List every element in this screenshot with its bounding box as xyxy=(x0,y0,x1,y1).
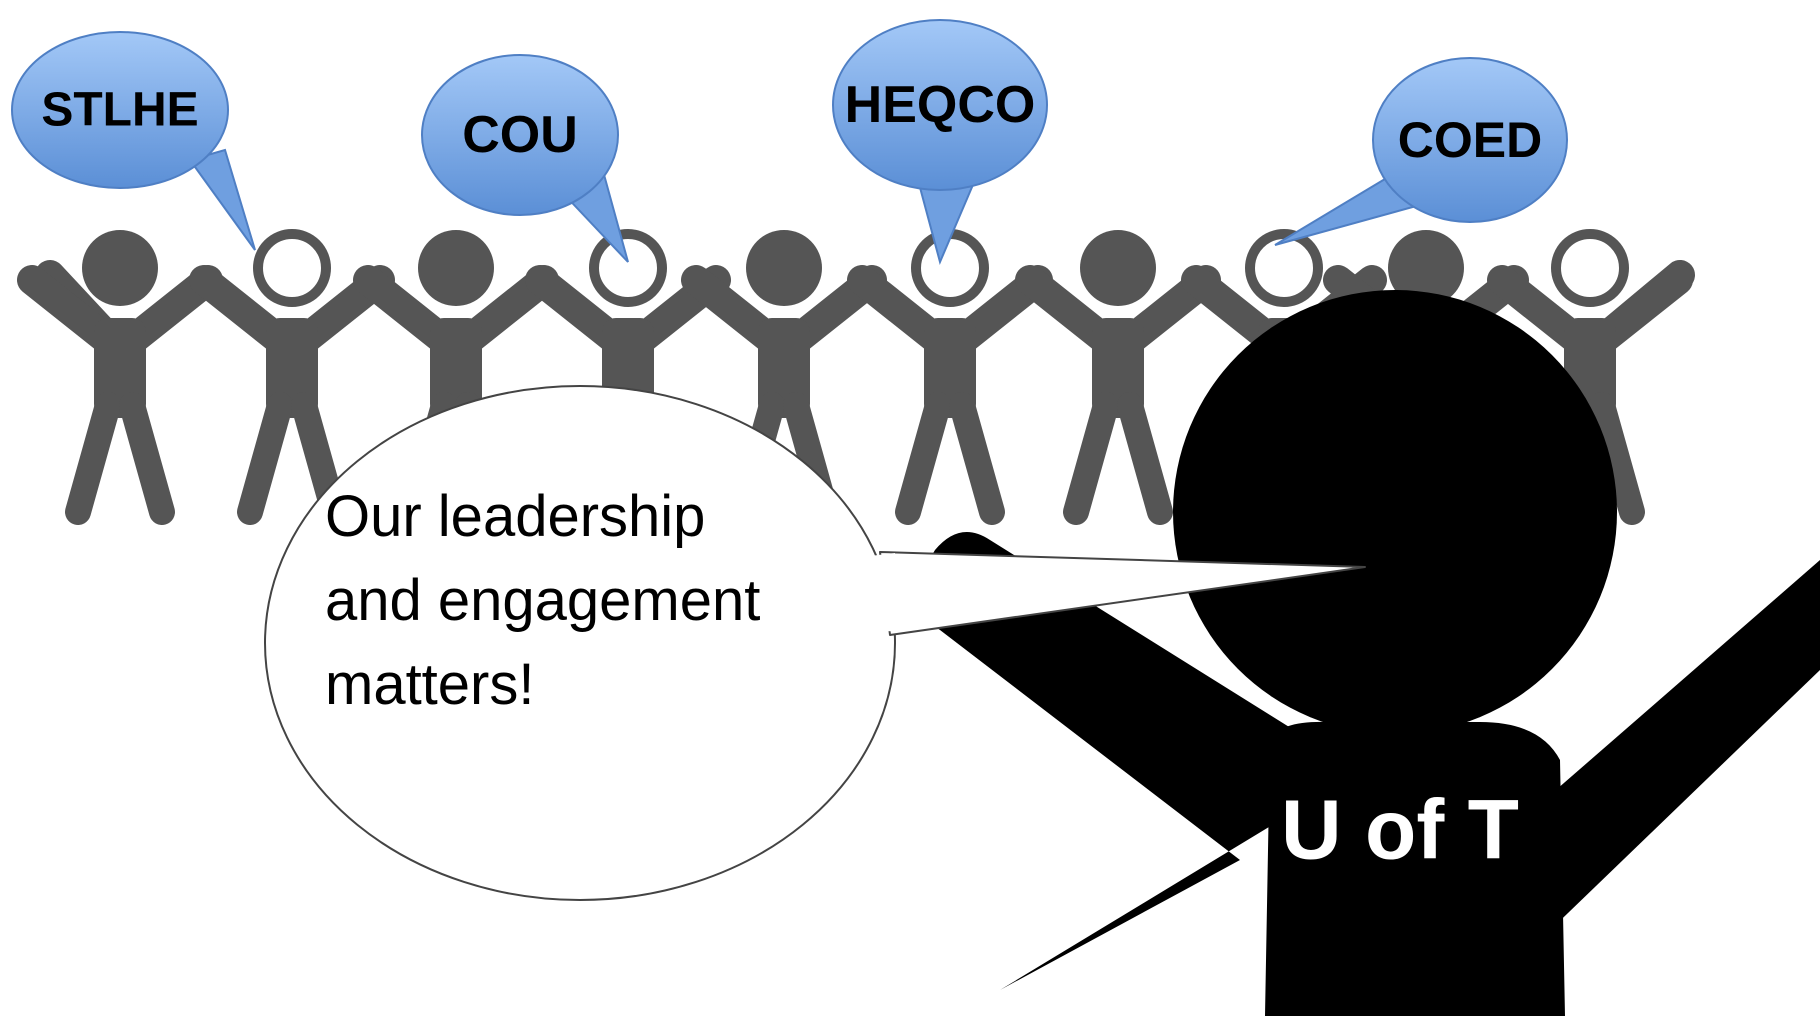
person-head-hollow xyxy=(911,229,989,307)
person-head-hollow xyxy=(253,229,331,307)
main-right-arm xyxy=(1510,560,1820,940)
person-right-leg xyxy=(119,392,175,525)
person-left-leg xyxy=(895,392,951,525)
organization-bubbles xyxy=(11,19,1568,266)
speech-bubble-seam xyxy=(870,553,900,632)
org-bubble-label-stlhe: STLHE xyxy=(41,83,199,137)
person-left-leg xyxy=(65,392,121,525)
org-bubble xyxy=(832,19,1048,266)
speech-line-2: and engagement xyxy=(325,568,761,634)
org-bubble xyxy=(421,54,629,263)
person-figure xyxy=(1015,230,1221,525)
person-head xyxy=(82,230,158,306)
speech-line-3: matters! xyxy=(325,652,535,718)
org-bubble-shape xyxy=(1372,57,1568,223)
org-bubble-label-cou: COU xyxy=(462,106,578,164)
person-head-hollow xyxy=(589,229,667,307)
person-right-leg xyxy=(1589,392,1645,525)
person-head xyxy=(1388,230,1464,306)
person-right-leg xyxy=(1117,392,1173,525)
org-bubble xyxy=(1274,57,1568,246)
org-bubble-shape xyxy=(832,19,1048,191)
main-torso xyxy=(1265,721,1565,1016)
org-bubble-shape xyxy=(421,54,619,216)
person-head xyxy=(746,230,822,306)
person-head-hollow xyxy=(1551,229,1629,307)
speech-bubble-text: Our leadership and engagement matters! xyxy=(325,475,885,727)
speech-line-1: Our leadership xyxy=(325,484,706,549)
org-bubble-shape xyxy=(11,31,229,189)
person-head xyxy=(418,230,494,306)
org-bubble-label-heqco: HEQCO xyxy=(844,76,1036,134)
speech-bubble xyxy=(264,385,1366,901)
person-figure xyxy=(189,229,395,525)
org-bubble xyxy=(11,31,256,251)
main-figure xyxy=(915,290,1820,1016)
org-bubble-tail xyxy=(188,148,256,251)
person-left-leg xyxy=(1063,392,1119,525)
person-figure xyxy=(847,229,1053,525)
person-left-leg xyxy=(237,392,293,525)
main-head xyxy=(1173,290,1617,734)
person-head-hollow xyxy=(1245,229,1323,307)
speech-bubble-shape xyxy=(264,385,896,901)
person-figure xyxy=(17,230,223,525)
person-right-leg xyxy=(949,392,1005,525)
org-bubble-label-coed: COED xyxy=(1397,112,1543,168)
main-figure-label: U of T xyxy=(1281,782,1519,877)
person-head xyxy=(1080,230,1156,306)
main-left-arm xyxy=(915,532,1330,990)
